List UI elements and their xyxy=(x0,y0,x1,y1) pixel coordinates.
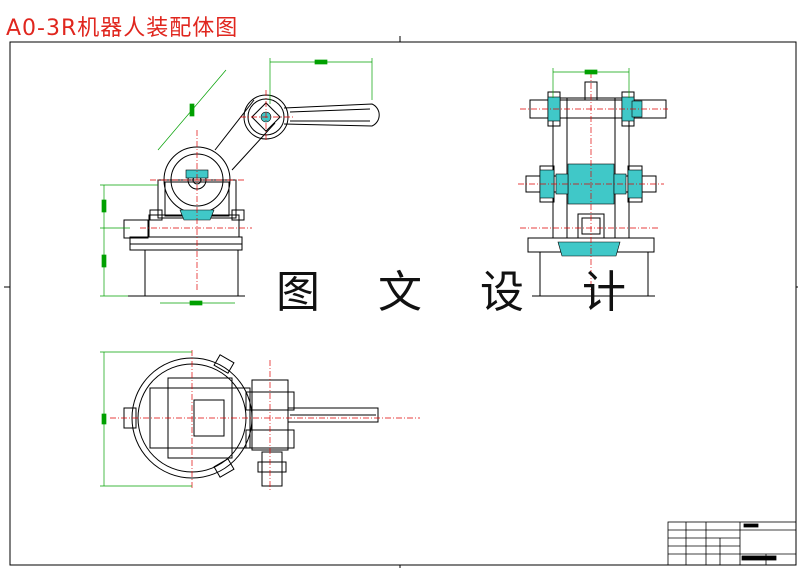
watermark-text: 图 文 设 计 xyxy=(276,267,648,318)
top-view xyxy=(100,350,420,492)
side-view xyxy=(518,68,668,297)
drawing-title: A0-3R机器人装配体图 xyxy=(6,16,239,41)
title-block xyxy=(667,521,797,566)
front-view xyxy=(100,58,380,306)
